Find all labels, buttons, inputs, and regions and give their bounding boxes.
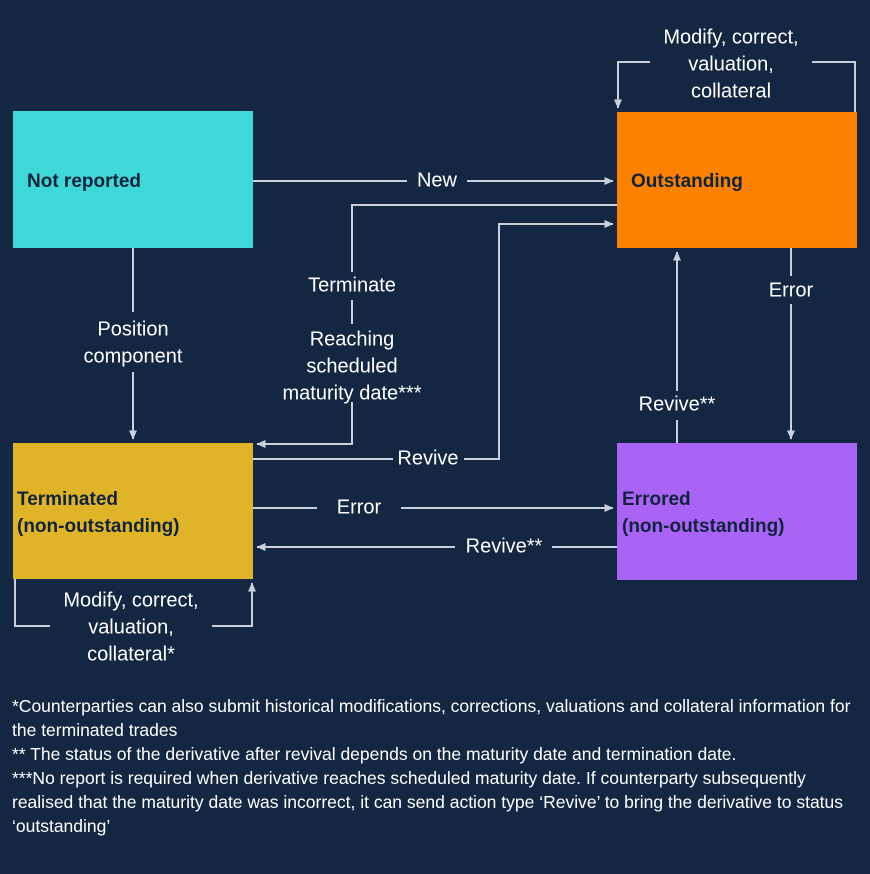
errored-label-line1: Errored bbox=[622, 489, 691, 510]
edge-revive-errored-outstanding: Revive** bbox=[639, 251, 716, 443]
edge-terminate-segment-3 bbox=[256, 402, 353, 448]
footnote-2: ** The status of the derivative after re… bbox=[12, 744, 737, 764]
edge-label-revive-left: Revive** bbox=[466, 535, 543, 557]
edge-error-outstanding-errored: Error bbox=[769, 248, 814, 440]
outstanding-label: Outstanding bbox=[631, 171, 743, 192]
edge-label-new: New bbox=[417, 169, 458, 191]
errored-label-line2: (non-outstanding) bbox=[622, 516, 785, 537]
edge-revive-segment-right bbox=[464, 220, 614, 460]
state-node-outstanding[interactable]: Outstanding bbox=[617, 112, 857, 248]
edge-label-error-right: Error bbox=[769, 279, 814, 301]
edge-label-outstanding-loop-line2: valuation, bbox=[688, 53, 774, 75]
edge-label-position-line1: Position bbox=[97, 318, 168, 340]
state-node-errored[interactable]: Errored (non-outstanding) bbox=[617, 443, 857, 580]
errored-box[interactable] bbox=[617, 443, 857, 580]
edge-terminated-self-loop: Modify, correct, valuation, collateral* bbox=[14, 579, 256, 665]
edge-label-outstanding-loop-line1: Modify, correct, bbox=[663, 26, 798, 48]
edge-outstanding-loop-right bbox=[812, 61, 856, 112]
state-node-terminated[interactable]: Terminated (non-outstanding) bbox=[13, 443, 253, 579]
outstanding-box[interactable] bbox=[617, 112, 857, 248]
state-node-not-reported[interactable]: Not reported bbox=[13, 111, 253, 248]
edge-new: New bbox=[253, 169, 614, 191]
edge-label-terminated-loop-line3: collateral* bbox=[87, 643, 175, 665]
edge-label-revive-up: Revive** bbox=[639, 393, 716, 415]
edge-position-component: Position component bbox=[84, 248, 183, 440]
edge-label-terminate: Terminate bbox=[308, 274, 396, 296]
edge-revive-errored-terminated: Revive** bbox=[256, 535, 617, 557]
edge-terminated-loop-right bbox=[212, 582, 256, 627]
flow-canvas: New Position component Terminate Reachin… bbox=[13, 26, 857, 665]
edge-label-terminated-loop-line2: valuation, bbox=[88, 616, 174, 638]
edge-outstanding-self-loop: Modify, correct, valuation, collateral bbox=[614, 26, 856, 112]
edge-outstanding-loop-left bbox=[614, 61, 650, 109]
terminated-box[interactable] bbox=[13, 443, 253, 579]
not-reported-box[interactable] bbox=[13, 111, 253, 248]
footnotes: *Counterparties can also submit historic… bbox=[12, 694, 862, 838]
footnote-3: ***No report is required when derivative… bbox=[12, 768, 844, 836]
terminated-label-line2: (non-outstanding) bbox=[17, 516, 180, 537]
edge-label-revive: Revive bbox=[397, 447, 458, 469]
edge-terminate-segment-1 bbox=[351, 204, 617, 272]
edge-label-reaching-line3: maturity date*** bbox=[283, 382, 422, 404]
edge-error-terminated-errored: Error bbox=[253, 496, 614, 518]
footnote-1: *Counterparties can also submit historic… bbox=[12, 696, 851, 740]
edge-label-terminated-loop-line1: Modify, correct, bbox=[63, 589, 198, 611]
edge-label-reaching-line1: Reaching bbox=[310, 328, 395, 350]
edge-label-error-mid: Error bbox=[337, 496, 382, 518]
not-reported-label: Not reported bbox=[27, 171, 141, 192]
terminated-label-line1: Terminated bbox=[17, 489, 118, 510]
edge-revive-terminated-outstanding: Revive bbox=[253, 220, 614, 469]
edge-terminated-loop-left bbox=[14, 579, 50, 627]
edge-terminate: Terminate Reaching scheduled maturity da… bbox=[256, 204, 617, 448]
edge-label-reaching-line2: scheduled bbox=[306, 355, 397, 377]
edge-label-position-line2: component bbox=[84, 345, 183, 367]
edge-label-outstanding-loop-line3: collateral bbox=[691, 80, 771, 102]
